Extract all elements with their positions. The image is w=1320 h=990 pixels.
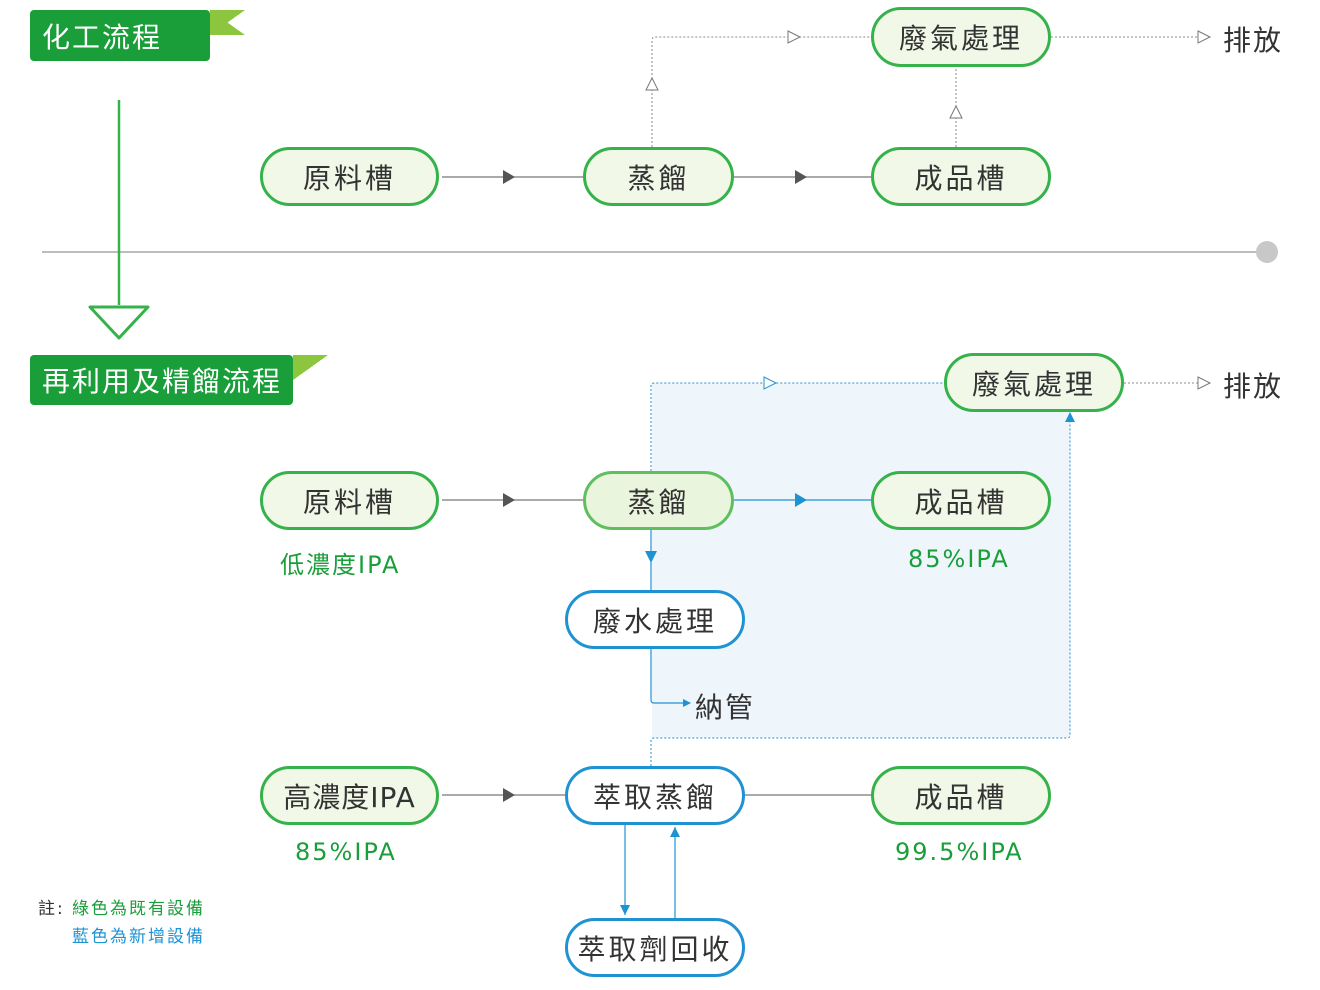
- down-arrow-head: [88, 305, 150, 340]
- arrow-b-3: [645, 551, 657, 563]
- divider-end-dot: [1256, 241, 1278, 263]
- arrow-b-2: [795, 493, 807, 507]
- top-discharge: 排放: [1223, 24, 1284, 57]
- arrow-top-5: [949, 104, 963, 119]
- node-top-raw-tank: 原料槽: [260, 147, 439, 206]
- node-product-tank-2: 成品槽: [871, 766, 1051, 825]
- node-top-exhaust: 廢氣處理: [871, 7, 1051, 67]
- tag-chemical-process: 化工流程: [30, 10, 210, 61]
- note-prefix: 註:: [38, 899, 65, 919]
- node-extract-distill: 萃取蒸餾: [565, 766, 745, 825]
- node-wastewater: 廢水處理: [565, 590, 745, 649]
- node-high-conc-label: 高濃度IPA: [283, 780, 416, 814]
- node-solvent-recovery-label: 萃取劑回收: [577, 932, 733, 966]
- product-tank-2-caption: 99.5%IPA: [895, 838, 1024, 866]
- arrow-top-2: [795, 170, 807, 184]
- node-product-tank-2-label: 成品槽: [914, 780, 1008, 814]
- sewer-label: 納管: [695, 691, 756, 724]
- node-raw-tank-label: 原料槽: [302, 485, 396, 519]
- note-green: 綠色為既有設備: [72, 899, 205, 919]
- tag-reuse-process: 再利用及精餾流程: [30, 355, 293, 405]
- node-product-tank: 成品槽: [871, 471, 1051, 530]
- arrow-top-6: [1197, 30, 1212, 44]
- node-top-product-tank-label: 成品槽: [914, 161, 1008, 195]
- shaded-zone: [652, 383, 1070, 738]
- node-product-tank-label: 成品槽: [914, 485, 1008, 519]
- flow-extract-to-exhaust: [650, 411, 1071, 766]
- arrow-b-6: [1065, 412, 1075, 422]
- raw-tank-caption: 低濃度IPA: [280, 551, 401, 579]
- arrow-top-4: [787, 30, 802, 44]
- node-distill: 蒸餾: [583, 471, 734, 530]
- node-top-distill-label: 蒸餾: [627, 161, 690, 195]
- node-top-raw-tank-label: 原料槽: [302, 161, 396, 195]
- arrow-b-9: [620, 905, 630, 915]
- high-conc-caption: 85%IPA: [295, 838, 397, 866]
- arrow-b-5: [763, 376, 778, 390]
- node-top-product-tank: 成品槽: [871, 147, 1051, 206]
- bottom-discharge: 排放: [1223, 370, 1284, 403]
- note-blue: 藍色為新增設備: [72, 927, 205, 947]
- node-solvent-recovery: 萃取劑回收: [565, 918, 745, 977]
- node-high-conc: 高濃度IPA: [260, 766, 439, 825]
- node-top-distill: 蒸餾: [583, 147, 734, 206]
- tag-reuse-process-label: 再利用及精餾流程: [42, 365, 283, 398]
- node-wastewater-label: 廢水處理: [592, 604, 717, 638]
- node-exhaust: 廢氣處理: [944, 353, 1124, 412]
- arrow-b-1: [503, 493, 515, 507]
- arrow-b-4: [683, 699, 691, 707]
- tag-chemical-process-label: 化工流程: [42, 20, 163, 54]
- tag-flag-2: [293, 355, 328, 380]
- flow-distill-to-exhaust: [650, 382, 944, 471]
- node-raw-tank: 原料槽: [260, 471, 439, 530]
- arrow-top-1: [503, 170, 515, 184]
- flow-wastewater-to-sewer: [650, 647, 690, 704]
- node-top-exhaust-label: 廢氣處理: [898, 22, 1023, 55]
- arrow-top-3: [645, 76, 659, 91]
- arrow-b-10: [670, 827, 680, 837]
- tag-flag-1b: [210, 10, 245, 35]
- arrow-b-7: [1197, 376, 1212, 390]
- node-distill-label: 蒸餾: [627, 485, 690, 519]
- node-extract-distill-label: 萃取蒸餾: [592, 780, 717, 814]
- product-tank-caption: 85%IPA: [908, 545, 1010, 573]
- node-exhaust-label: 廢氣處理: [971, 367, 1096, 401]
- arrow-b-8: [503, 788, 515, 802]
- flow-top-distill-to-exhaust: [651, 36, 870, 147]
